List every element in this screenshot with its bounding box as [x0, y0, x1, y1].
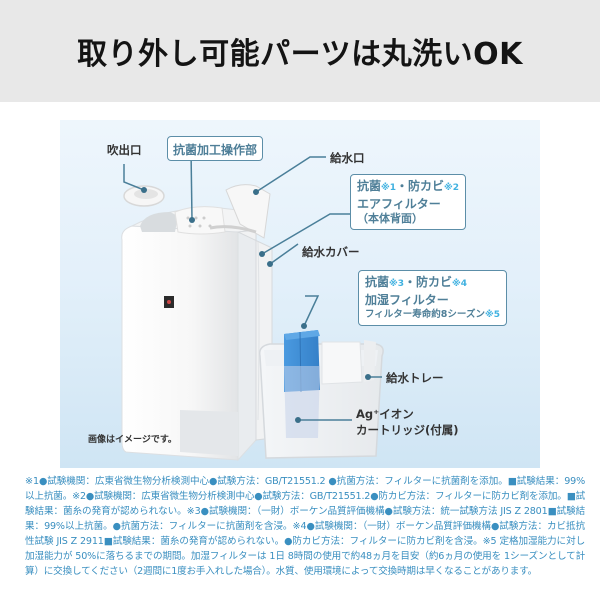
- humid-filter-name: 加湿フィルター: [365, 293, 449, 307]
- air-filter-antibac: 抗菌: [357, 179, 382, 193]
- humid-filter-lifespan: フィルター寿命約8シーズン: [365, 309, 485, 320]
- note-ref-3: ※3: [389, 279, 405, 289]
- label-water-cover: 給水カバー: [302, 245, 360, 259]
- air-filter-name: エアフィルター: [357, 197, 441, 211]
- humidifier-body: [121, 206, 257, 462]
- label-water-tray: 給水トレー: [386, 371, 444, 385]
- humid-filter-antimold: ・防カビ: [404, 275, 453, 289]
- label-water-inlet: 給水口: [330, 151, 365, 165]
- air-filter-box: 抗菌※1・防カビ※2 エアフィルター （本体背面）: [350, 174, 467, 230]
- ag-cartridge-line1: Ag⁺イオン: [356, 407, 414, 421]
- page-title: 取り外し可能パーツは丸洗いOK: [77, 37, 523, 72]
- water-tray: [258, 330, 384, 459]
- humid-filter-antibac: 抗菌: [365, 275, 390, 289]
- header-banner: 取り外し可能パーツは丸洗いOK: [0, 0, 600, 102]
- air-filter-antimold: ・防カビ: [396, 179, 445, 193]
- note-ref-4: ※4: [452, 279, 468, 289]
- label-outlet: 吹出口: [107, 143, 142, 157]
- image-disclaimer: 画像はイメージです。: [88, 435, 177, 445]
- product-diagram-panel: 吹出口 抗菌加工操作部 給水口 抗菌※1・防カビ※2 エアフィルター （本体背面…: [60, 120, 540, 468]
- note-ref-2: ※2: [444, 183, 460, 193]
- leader-dots: [141, 187, 371, 423]
- leader-lines: [123, 149, 382, 421]
- humid-filter-box: 抗菌※3・防カビ※4 加湿フィルター フィルター寿命約8シーズン※5: [358, 270, 507, 326]
- humidifying-filter: [284, 330, 320, 438]
- humidifier-illustration: [121, 149, 384, 462]
- outlet-ring: [123, 185, 165, 207]
- footnotes: ※1●試験機関：広東省微生物分析検測中心●試験方法：GB/T21551.2 ●抗…: [25, 476, 585, 577]
- note-ref-5: ※5: [484, 310, 500, 320]
- ag-cartridge-line2: カートリッジ(付属): [356, 423, 459, 437]
- label-control-panel-box: 抗菌加工操作部: [167, 136, 264, 161]
- note-ref-1: ※1: [381, 183, 397, 193]
- label-control-panel: 抗菌加工操作部: [173, 143, 258, 157]
- label-ag-cartridge: Ag⁺イオン カートリッジ(付属): [356, 406, 459, 438]
- air-filter-location: （本体背面）: [357, 212, 423, 225]
